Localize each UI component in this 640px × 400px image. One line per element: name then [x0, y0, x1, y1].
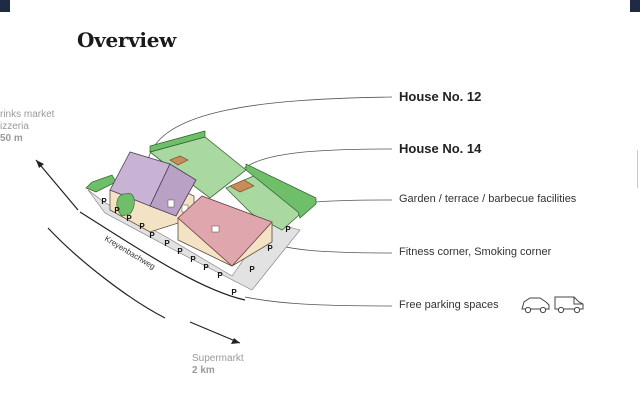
house-12-roof-side — [149, 163, 197, 217]
parking-mark: P — [203, 263, 209, 272]
bottom-info-line1: Supermarkt — [192, 353, 244, 364]
leader-house-14 — [241, 148, 393, 171]
parking-mark: P — [149, 231, 155, 240]
left-info-distance: 50 m — [0, 133, 23, 144]
label-house-12: House No. 12 — [399, 89, 482, 104]
parking-mark: P — [177, 247, 183, 256]
arrow-south — [189, 321, 241, 344]
corner-accent-right — [630, 0, 640, 12]
car-icon — [521, 297, 550, 314]
arrow-north — [35, 159, 79, 211]
left-info-line1: rinks market — [0, 109, 55, 120]
parking-mark: P — [285, 225, 291, 234]
terrace-furniture — [229, 179, 255, 193]
van-icon — [554, 296, 584, 314]
edge-marker — [637, 150, 638, 188]
parking-mark: P — [249, 265, 255, 274]
parking-mark: P — [267, 244, 273, 253]
house-12-window — [167, 199, 175, 208]
left-info: rinks market izzeria 50 m — [0, 109, 54, 145]
leader-parking — [244, 296, 393, 307]
street-line-upper — [79, 211, 246, 301]
parking-mark: P — [217, 271, 223, 280]
hedge-back — [149, 130, 206, 153]
parking-mark: P — [139, 222, 145, 231]
house-14-roof — [177, 195, 273, 267]
leader-house-12 — [147, 96, 393, 161]
page-title: Overview — [77, 28, 177, 52]
label-parking: Free parking spaces — [399, 299, 499, 311]
parking-mark: P — [126, 214, 132, 223]
label-house-14: House No. 14 — [399, 141, 482, 156]
parking-mark: P — [190, 255, 196, 264]
hedge-left — [85, 174, 117, 193]
parking-mark: P — [101, 197, 107, 206]
parking-mark: P — [231, 288, 237, 297]
bottom-info: Supermarkt 2 km — [192, 353, 244, 377]
parking-mark: P — [114, 206, 120, 215]
left-info-line2: izzeria — [0, 121, 29, 132]
arrowhead-south — [231, 338, 240, 344]
arrowhead-north — [36, 160, 44, 168]
label-fitness: Fitness corner, Smoking corner — [399, 246, 552, 258]
terrace-furniture — [169, 155, 189, 166]
house-14-skylight — [211, 225, 220, 233]
corner-accent-left — [0, 0, 10, 12]
parking-mark: P — [164, 239, 170, 248]
bottom-info-distance: 2 km — [192, 365, 215, 376]
hedge-right — [245, 163, 317, 219]
label-garden: Garden / terrace / barbecue facilities — [399, 193, 577, 205]
tree-icon — [116, 193, 135, 217]
street-line-lower — [47, 227, 166, 319]
